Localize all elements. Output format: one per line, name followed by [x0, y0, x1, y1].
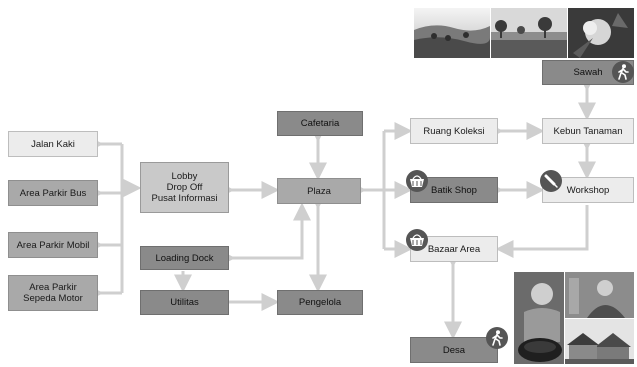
node-jalan-kaki: Jalan Kaki	[8, 131, 98, 157]
node-workshop: Workshop	[542, 177, 634, 203]
village-photo	[565, 319, 634, 364]
node-area-parkir-mobil: Area Parkir Mobil	[8, 232, 98, 258]
node-bazaar-area: Bazaar Area	[410, 236, 498, 262]
node-area-parkir-sepeda-motor: Area Parkir Sepeda Motor	[8, 275, 98, 311]
node-desa: Desa	[410, 337, 498, 363]
node-lobby: Lobby Drop Off Pusat Informasi	[140, 162, 229, 213]
node-ruang-koleksi: Ruang Koleksi	[410, 118, 498, 144]
node-plaza: Plaza	[277, 178, 361, 204]
rice-field-photo-2	[491, 8, 567, 58]
node-loading-dock: Loading Dock	[140, 246, 229, 270]
walking-person-icon	[612, 61, 634, 83]
basket-icon	[406, 170, 428, 192]
tool-icon	[540, 170, 562, 192]
basket-icon	[406, 229, 428, 251]
walking-person-icon	[486, 327, 508, 349]
node-pengelola: Pengelola	[277, 290, 363, 315]
cotton-plant-photo	[568, 8, 634, 58]
woman-weaving-photo	[565, 272, 634, 318]
node-cafetaria: Cafetaria	[277, 111, 363, 136]
node-kebun-tanaman: Kebun Tanaman	[542, 118, 634, 144]
batik-dyeing-photo	[514, 272, 564, 364]
node-area-parkir-bus: Area Parkir Bus	[8, 180, 98, 206]
node-utilitas: Utilitas	[140, 290, 229, 315]
rice-field-photo-1	[414, 8, 490, 58]
